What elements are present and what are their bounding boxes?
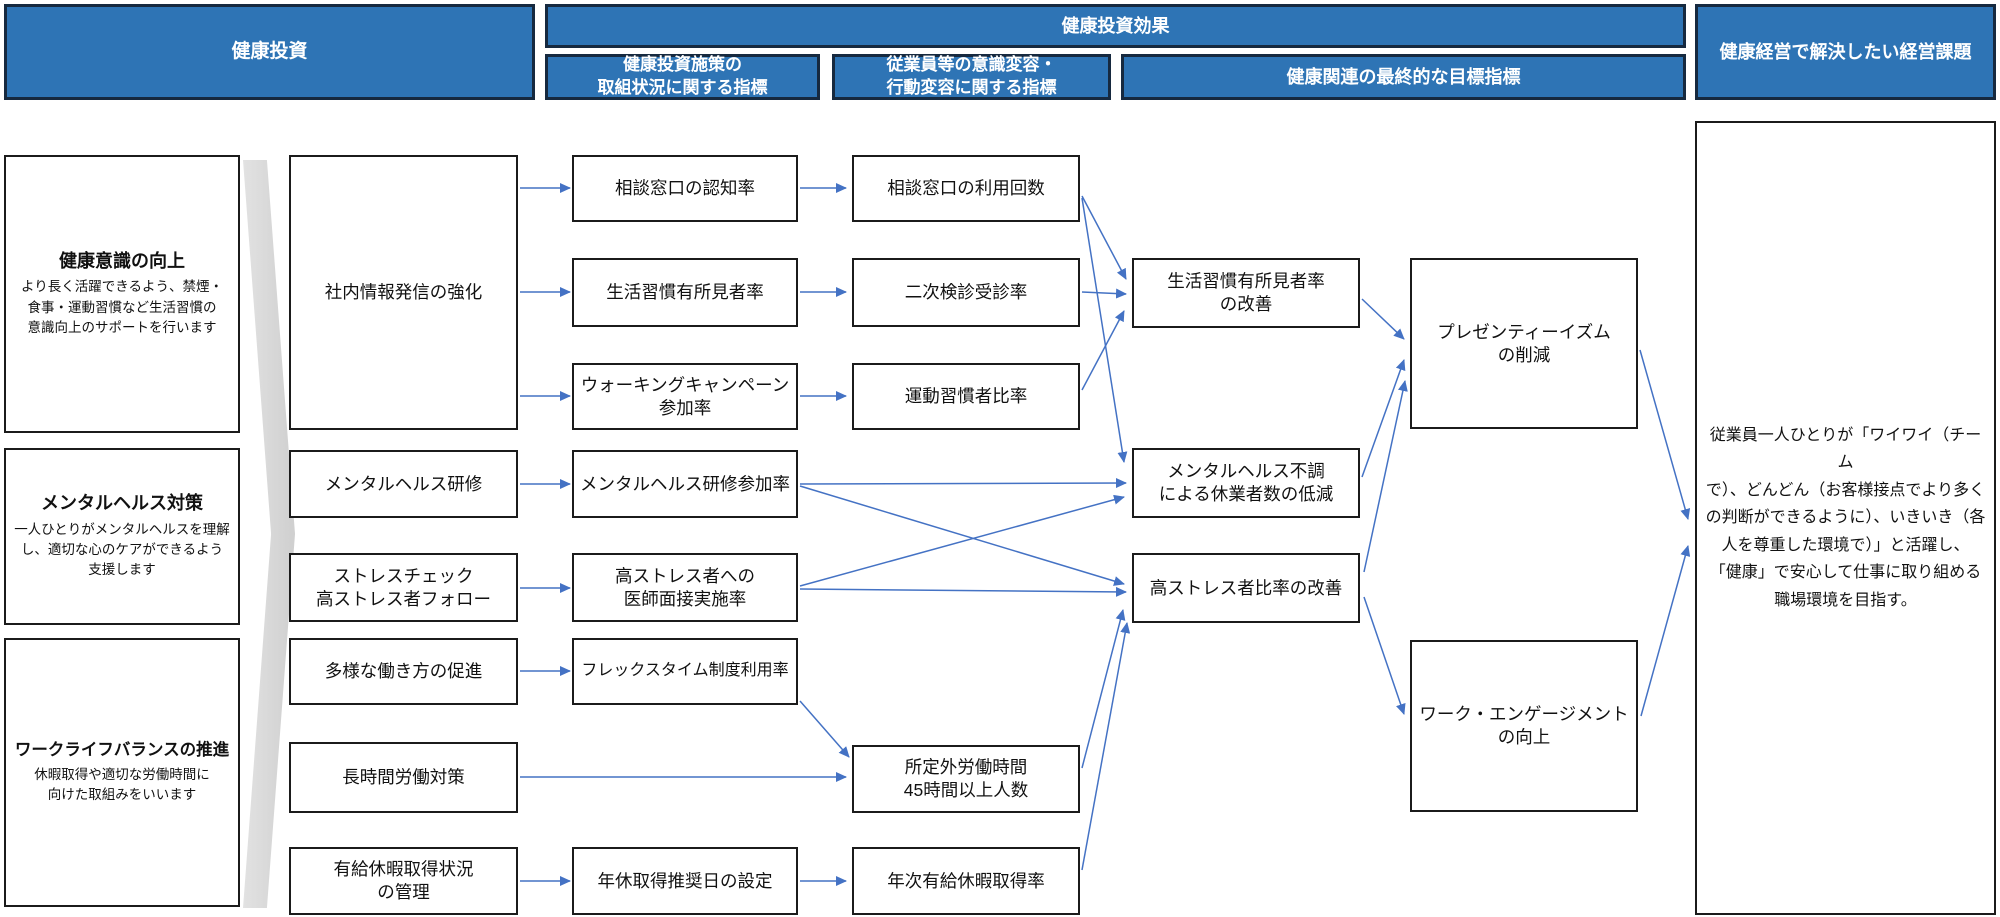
flow-arrow <box>1361 359 1406 478</box>
flow-arrow <box>799 700 850 758</box>
flow-arrow <box>1363 380 1408 573</box>
right-chevron-arrow <box>243 160 295 908</box>
indicator-walking-campaign-rate: ウォーキングキャンペーン 参加率 <box>572 363 798 430</box>
flow-arrow <box>799 494 1125 587</box>
flow-arrow <box>1363 596 1406 715</box>
flow-arrow <box>1081 197 1128 463</box>
flow-arrow <box>1081 310 1125 391</box>
issue-description: 休暇取得や適切な労働時間に 向けた取組みをいいます <box>34 766 210 803</box>
management-goal-box: 従業員一人ひとりが「ワイワイ（チーム で）、どんどん（お客様接点でより多く の判… <box>1695 121 1996 915</box>
issue-description: より長く活躍できるよう、禁煙・ 食事・運動習慣など生活習慣の 意識向上のサポート… <box>21 279 223 335</box>
target-high-stress-ratio-improvement: 高ストレス者比率の改善 <box>1132 553 1360 623</box>
indicator-leave-recommended-days: 年休取得推奨日の設定 <box>572 847 798 915</box>
measure-mental-health-training: メンタルヘルス研修 <box>289 450 518 518</box>
indicator-consultation-awareness-rate: 相談窓口の認知率 <box>572 155 798 222</box>
flow-arrow <box>1639 349 1691 520</box>
flow-arrow <box>799 478 1127 489</box>
measure-paid-leave-management: 有給休暇取得状況 の管理 <box>289 847 518 915</box>
header-management-issues: 健康経営で解決したい経営課題 <box>1695 4 1996 100</box>
flow-arrow <box>799 586 1127 597</box>
header-sub-final-targets: 健康関連の最終的な目標指標 <box>1121 54 1686 100</box>
flow-arrow <box>1081 195 1127 280</box>
header-investment-effect: 健康投資効果 <box>545 4 1686 48</box>
header-sub-initiative-status: 健康投資施策の 取組状況に関する指標 <box>545 54 820 100</box>
flow-arrow <box>1081 622 1131 871</box>
issue-description: 一人ひとりがメンタルヘルスを理解 し、適切な心のケアができるよう 支援します <box>14 521 230 578</box>
issue-title: ワークライフバランスの推進 <box>14 740 230 759</box>
header-sub-awareness-behavior: 従業員等の意識変容・ 行動変容に関する指標 <box>832 54 1111 100</box>
indicator-annual-paid-leave-rate: 年次有給休暇取得率 <box>852 847 1080 915</box>
flow-arrow <box>1081 609 1126 769</box>
indicator-secondary-checkup-rate: 二次検診受診率 <box>852 258 1080 327</box>
measure-long-hours-countermeasure: 長時間労働対策 <box>289 742 518 813</box>
issue-work-life-balance: ワークライフバランスの推進 休暇取得や適切な労働時間に 向けた取組みをいいます <box>4 638 240 907</box>
issue-title: メンタルヘルス対策 <box>41 493 203 514</box>
header-health-investment: 健康投資 <box>4 4 535 100</box>
indicator-consultation-usage-count: 相談窓口の利用回数 <box>852 155 1080 222</box>
flow-arrow <box>1081 288 1127 299</box>
measure-stress-check-follow: ストレスチェック 高ストレス者フォロー <box>289 553 518 622</box>
flow-arrow <box>1640 545 1691 717</box>
target-mental-absence-reduction: メンタルヘルス不調 による休業者数の低減 <box>1132 448 1360 518</box>
issue-title: 健康意識の向上 <box>59 250 185 271</box>
flow-arrow <box>799 485 1125 586</box>
issue-mental-health: メンタルヘルス対策 一人ひとりがメンタルヘルスを理解 し、適切な心のケアができる… <box>4 448 240 625</box>
indicator-mh-training-participation: メンタルヘルス研修参加率 <box>572 450 798 518</box>
outcome-presenteeism-reduction: プレゼンティーイズム の削減 <box>1410 258 1638 429</box>
outcome-work-engagement-improvement: ワーク・エンゲージメント の向上 <box>1410 640 1638 812</box>
indicator-overtime-45h-headcount: 所定外労働時間 45時間以上人数 <box>852 745 1080 813</box>
flow-arrow <box>1361 298 1405 340</box>
measure-internal-information: 社内情報発信の強化 <box>289 155 518 430</box>
issue-health-awareness: 健康意識の向上 より長く活躍できるよう、禁煙・ 食事・運動習慣など生活習慣の 意… <box>4 155 240 433</box>
indicator-flextime-usage-rate: フレックスタイム制度利用率 <box>572 638 798 705</box>
target-lifestyle-findings-improvement: 生活習慣有所見者率 の改善 <box>1132 258 1360 328</box>
indicator-doctor-interview-rate: 高ストレス者への 医師面接実施率 <box>572 553 798 622</box>
measure-diverse-workstyles: 多様な働き方の促進 <box>289 638 518 705</box>
indicator-lifestyle-findings-rate: 生活習慣有所見者率 <box>572 258 798 327</box>
indicator-exercise-habit-ratio: 運動習慣者比率 <box>852 363 1080 430</box>
